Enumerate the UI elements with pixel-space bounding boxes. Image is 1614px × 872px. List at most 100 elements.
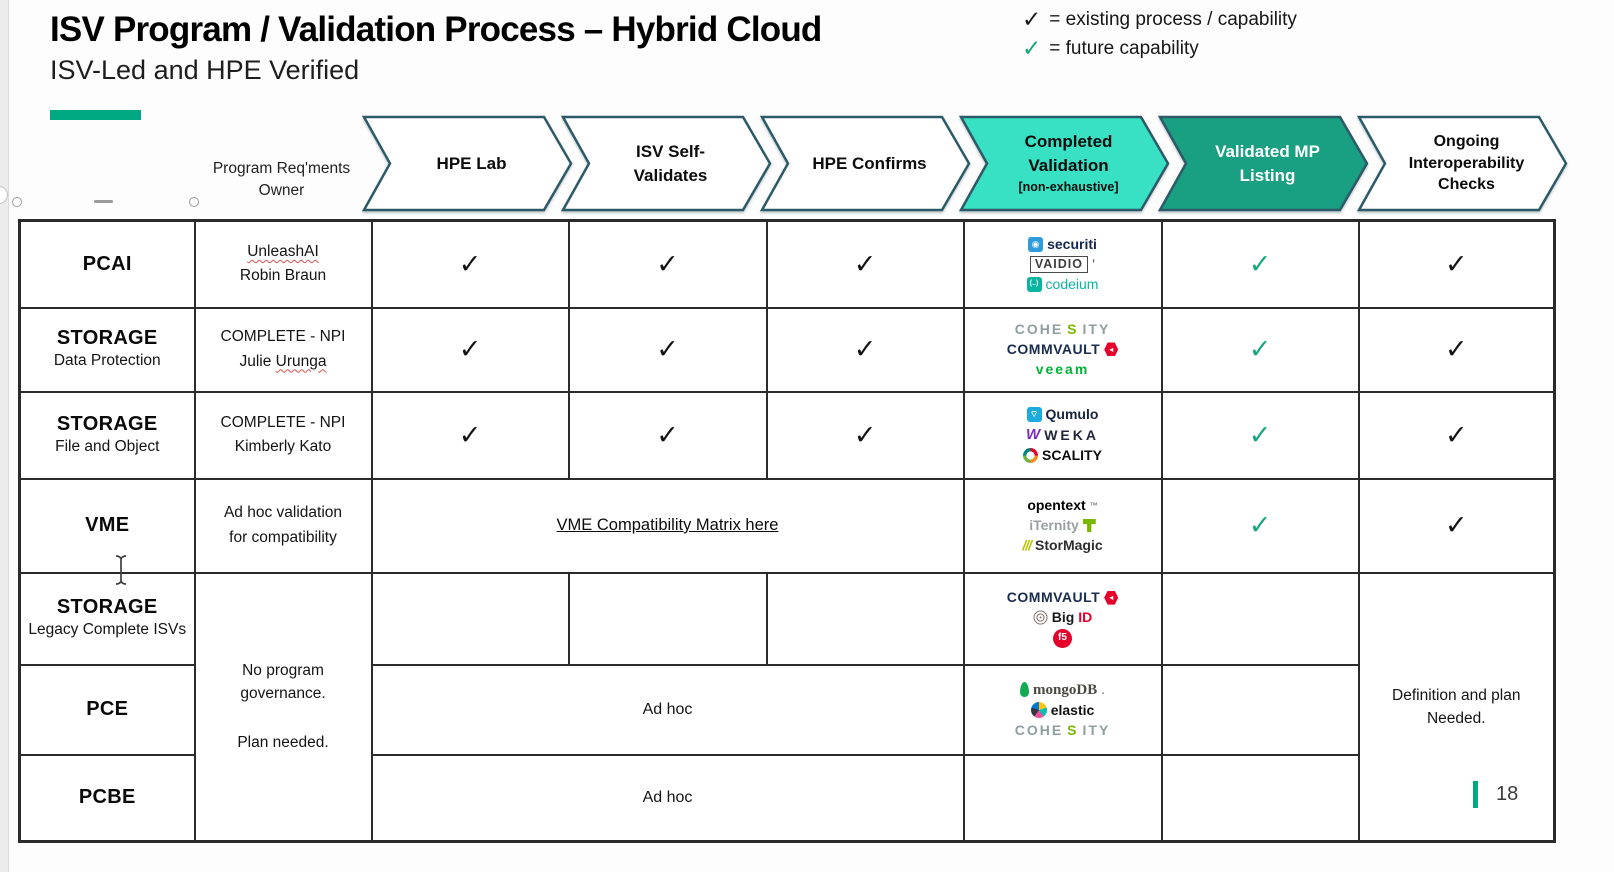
elastic-icon [1030,702,1047,719]
category-cell: PCBE [18,753,196,843]
check-cell: ✓ [1357,306,1556,393]
owner-line: Robin Braun [239,267,327,285]
logo-cell: QumuloWEKASCALITY [962,390,1163,480]
chevron-label: Completed [1024,132,1113,152]
chevron-label: Interoperability [1408,154,1525,172]
owner-column-header: Program Req'ments Owner [193,158,370,203]
logo-stormagic: StorMagic [1022,537,1103,554]
qumulo-icon [1026,407,1042,423]
owner-line: No program governance. [240,661,326,703]
page-title: ISV Program / Validation Process – Hybri… [50,10,822,49]
green-check-icon: ✓ [1022,35,1042,61]
slide-edge [0,0,9,872]
chevron-label: Checks [1438,176,1495,194]
selection-handle[interactable] [189,197,199,207]
row-category: STORAGE [56,412,158,435]
check-cell: ✓ [567,219,768,309]
logo-cell: opentext™iTernityStorMagic [962,477,1163,574]
chevron-label: Validation [1028,156,1109,176]
category-cell: STORAGE Data Protection [18,306,196,393]
iternity-icon [1082,518,1096,532]
vme-compatibility-link[interactable]: VME Compatibility Matrix here [556,516,779,534]
row-category: STORAGE [56,327,158,350]
chevron-label: ISV Self- [636,141,705,161]
selection-handle-dash[interactable] [94,200,113,203]
owner-line: Plan needed. [237,734,329,752]
owner-line: Julie Urunga [239,352,327,370]
shared-owner-cell: No program governance. Plan needed. [193,571,373,843]
legend-future: ✓ = future capability [1022,34,1297,63]
check-cell: ✓ [370,390,570,480]
row-category: PCE [86,698,129,720]
owner-cell: COMPLETE - NPI Julie Urunga [193,306,373,393]
logo-iternity: iTernity [1029,517,1096,534]
selection-handle[interactable] [12,197,22,207]
footer-accent-bar [1473,781,1478,808]
owner-line: Ad hoc validation [223,504,343,522]
mongodb-icon [1020,682,1030,698]
future-check-cell: ✓ [1160,306,1360,393]
logo-veeam: veeam [1035,360,1090,377]
check-cell: ✓ [1357,390,1556,480]
owner-line: COMPLETE - NPI [220,413,346,431]
check-cell: ✓ [1357,219,1556,309]
adhoc-cell: Ad hoc [370,753,965,843]
ongoing-definition-cell: Definition and plan Needed. [1357,571,1556,843]
future-check-cell: ✓ [1160,477,1360,574]
black-check-icon: ✓ [1022,6,1042,32]
empty-cell [765,571,965,666]
commvault-icon [1104,342,1119,357]
chevron-label: Validated MP [1215,141,1320,161]
check-cell: ✓ [765,390,965,480]
logo-vaidio: VAIDIO’ [1029,255,1095,273]
logo-qumulo: Qumulo [1026,406,1098,423]
check-cell: ✓ [370,306,570,393]
chevron-label: HPE Confirms [812,153,927,173]
logo-commvault: COMMVAULT [1007,341,1119,358]
table-row-storage-data-protection: STORAGE Data Protection COMPLETE - NPI Jul… [18,306,1556,393]
empty-cell [567,571,768,666]
owner-header-line2: Owner [258,182,305,200]
row-category: PCAI [82,252,132,275]
chevron-hpe-lab: HPE Lab [362,115,573,212]
weka-icon [1026,426,1040,444]
row-category-sub: Data Protection [53,352,161,370]
category-cell: PCAI [18,219,196,309]
chevron-label: Validates [633,165,708,185]
check-cell: ✓ [567,306,768,393]
owner-line: COMPLETE - NPI [220,328,346,346]
future-check-cell: ✓ [1160,219,1360,309]
legend-future-label: = future capability [1049,37,1199,59]
adhoc-cell: Ad hoc [370,663,965,756]
check-cell: ✓ [1357,477,1556,574]
row-category: VME [85,514,130,536]
page-number: 18 [1496,783,1519,805]
chevron-label: Ongoing [1433,133,1500,151]
stormagic-icon [1022,537,1031,554]
check-cell: ✓ [370,219,570,309]
check-cell: ✓ [567,390,768,480]
chevron-label: Listing [1239,165,1296,185]
legend-existing: ✓ = existing process / capability [1022,5,1297,34]
logo-weka: WEKA [1026,426,1099,444]
table-row-pcbe: PCBE Ad hoc [18,753,1555,843]
logo-commvault: COMMVAULT [1007,589,1119,606]
